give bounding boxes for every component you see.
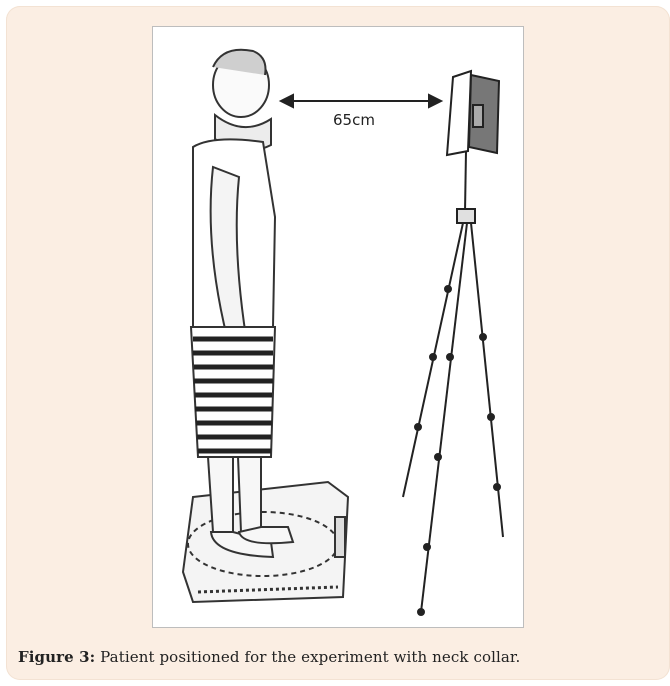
- distance-label: 65cm: [333, 111, 375, 129]
- figure-image: 65cm: [152, 26, 524, 628]
- patient-figure: [191, 50, 293, 557]
- tablet-device: [447, 71, 499, 155]
- patient-tripod-illustration: 65cm: [153, 27, 523, 627]
- tripod: [403, 151, 503, 615]
- figure-panel: 65cm: [6, 6, 670, 680]
- caption-text: Patient positioned for the experiment wi…: [95, 648, 520, 666]
- figure-caption: Figure 3: Patient positioned for the exp…: [18, 648, 520, 666]
- caption-label: Figure 3:: [18, 648, 95, 666]
- distance-arrow: [281, 95, 441, 107]
